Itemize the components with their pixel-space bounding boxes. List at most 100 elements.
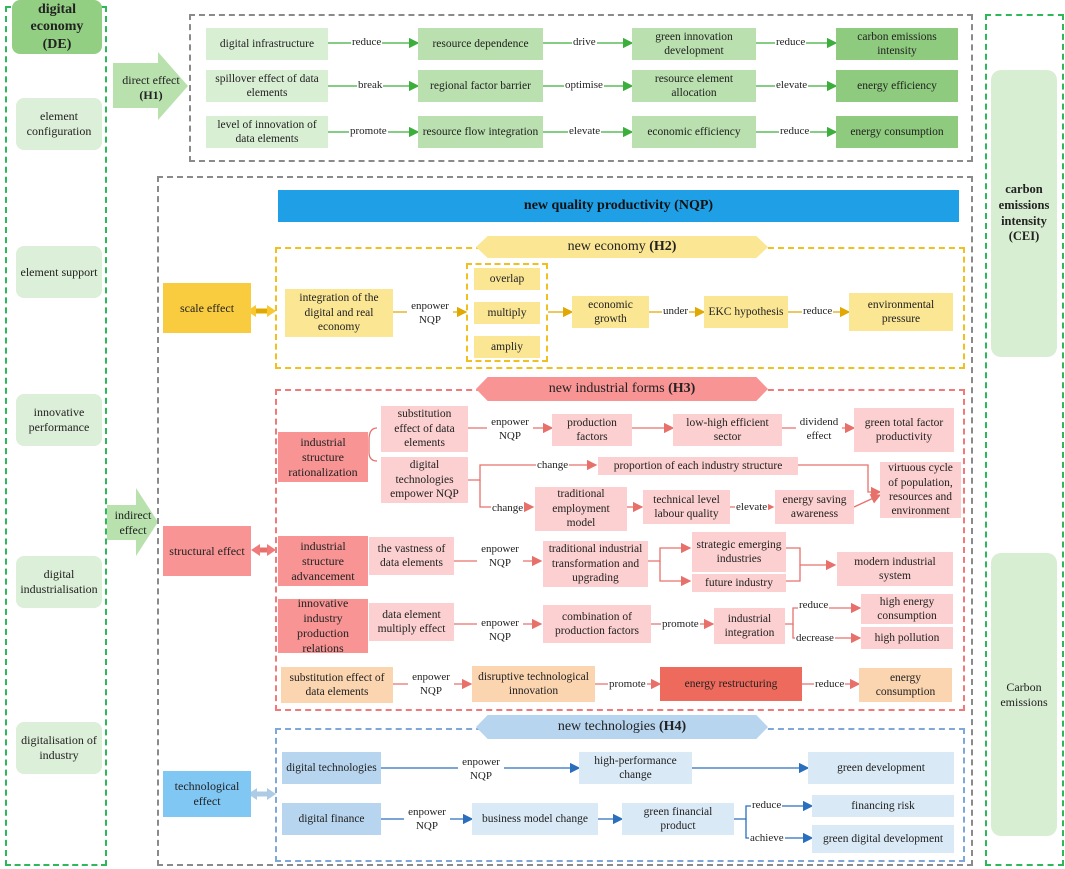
regional-factor-barrier: regional factor barrier: [418, 70, 543, 102]
edge-enpower-nqp: enpower NQP: [477, 617, 523, 645]
technical-level-labour-quality: technical level labour quality: [643, 490, 730, 524]
energy-consumption: energy consumption: [836, 116, 958, 148]
edge-break: break: [357, 79, 384, 93]
edge-reduce: reduce: [351, 36, 383, 50]
innovative-industry-production-relations: innovative industry production relations: [278, 596, 368, 655]
indirect-effect-panel: [157, 176, 973, 866]
virtuous-cycle: virtuous cycle of population, resources …: [880, 462, 961, 518]
multiply: multiply: [474, 302, 540, 324]
substitution-effect-data-elements: substitution effect of data elements: [281, 667, 393, 703]
edge-reduce: reduce: [775, 36, 807, 50]
edge-achieve: achieve: [749, 832, 785, 846]
vastness-data-elements: the vastness of data elements: [369, 537, 454, 575]
edge-drive: drive: [572, 36, 597, 50]
digital-industrialisation: digital industrialisation: [16, 556, 102, 608]
business-model-change: business model change: [472, 803, 598, 835]
modern-industrial-system: modern industrial system: [837, 552, 953, 586]
edge-reduce: reduce: [814, 678, 846, 692]
digital-technologies-empower: digital technologies empower NQP: [381, 457, 468, 503]
direct-effect-arrow-shape: [113, 52, 188, 120]
overlap: overlap: [474, 268, 540, 290]
energy-restructuring: energy restructuring: [660, 667, 802, 701]
data-element-multiply-effect: data element multiply effect: [369, 603, 454, 641]
resource-element-allocation: resource element allocation: [632, 70, 756, 102]
edge-optimise: optimise: [564, 79, 604, 93]
production-factors: production factors: [552, 414, 632, 446]
economic-efficiency: economic efficiency: [632, 116, 756, 148]
edge-reduce: reduce: [779, 125, 811, 139]
edge-promote: promote: [349, 125, 388, 139]
resource-dependence: resource dependence: [418, 28, 543, 60]
edge-dividend-effect: dividend effect: [796, 416, 842, 444]
h3-banner: new industrial forms (H3): [476, 377, 768, 401]
edge-promote: promote: [608, 678, 647, 692]
spillover-effect: spillover effect of data elements: [206, 70, 328, 102]
technological-effect: technological effect: [163, 771, 251, 817]
high-pollution: high pollution: [861, 627, 953, 649]
element-configuration: element configuration: [16, 98, 102, 150]
edge-enpower-nqp: enpower NQP: [408, 671, 454, 699]
disruptive-technological-innovation: disruptive technological innovation: [472, 666, 595, 702]
digital-technologies: digital technologies: [282, 752, 381, 784]
multiplier-group: [466, 263, 548, 362]
edge-decrease: decrease: [795, 632, 835, 646]
carbon-emissions-box: Carbon emissions: [991, 553, 1057, 836]
edge-elevate: elevate: [775, 79, 809, 93]
direct-effect-panel: [189, 14, 973, 162]
h2-banner: new economy (H2): [476, 236, 768, 258]
energy-efficiency: energy efficiency: [836, 70, 958, 102]
green-total-factor-productivity: green total factor productivity: [854, 408, 954, 452]
traditional-industrial-transformation: traditional industrial transformation an…: [543, 541, 648, 587]
edge-elevate: elevate: [568, 125, 602, 139]
resource-flow-integration: resource flow integration: [418, 116, 543, 148]
financing-risk: financing risk: [812, 795, 954, 817]
edge-promote: promote: [661, 618, 700, 632]
digital-economy-title: digital economy (DE): [12, 0, 102, 54]
element-support: element support: [16, 246, 102, 298]
ekc-hypothesis: EKC hypothesis: [704, 296, 788, 328]
energy-saving-awareness: energy saving awareness: [775, 490, 854, 524]
combination-production-factors: combination of production factors: [543, 605, 651, 643]
energy-consumption-h3: energy consumption: [859, 668, 952, 702]
substitution-effect: substitution effect of data elements: [381, 406, 468, 452]
direct-effect-label: direct effect(H1): [122, 73, 180, 102]
digitalisation-of-industry: digitalisation of industry: [16, 722, 102, 774]
green-financial-product: green financial product: [622, 803, 734, 835]
digital-finance: digital finance: [282, 803, 381, 835]
high-performance-change: high-performance change: [579, 752, 692, 784]
edge-enpower-nqp: enpower NQP: [477, 543, 523, 571]
industrial-integration: industrial integration: [714, 608, 785, 644]
edge-enpower-nqp: enpower NQP: [458, 756, 504, 784]
green-development: green development: [808, 752, 954, 784]
indirect-effect-arrow-shape: [107, 488, 158, 556]
green-digital-development: green digital development: [812, 825, 954, 853]
edge-elevate: elevate: [735, 501, 769, 515]
cei-title: carbon emissions intensity (CEI): [991, 70, 1057, 357]
environmental-pressure: environmental pressure: [849, 293, 953, 331]
scale-effect: scale effect: [163, 283, 251, 333]
edge-enpower-nqp: enpower NQP: [487, 416, 533, 444]
digital-infrastructure: digital infrastructure: [206, 28, 328, 60]
ampliy: ampliy: [474, 336, 540, 358]
edge-change: change: [536, 459, 570, 473]
edge-under: under: [662, 305, 690, 319]
high-energy-consumption: high energy consumption: [861, 594, 953, 624]
edge-enpower-nqp: enpower NQP: [404, 806, 450, 834]
economic-growth: economic growth: [572, 296, 649, 328]
future-industry: future industry: [692, 574, 786, 592]
h4-banner: new technologies (H4): [476, 715, 768, 739]
industrial-structure-advancement: industrial structure advancement: [278, 536, 368, 586]
green-innovation-development: green innovation development: [632, 28, 756, 60]
edge-reduce: reduce: [802, 305, 834, 319]
industrial-structure-rationalization: industrial structure rationalization: [278, 432, 368, 482]
edge-reduce: reduce: [751, 799, 783, 813]
low-high-efficient-sector: low-high efficient sector: [673, 414, 782, 446]
nqp-bar: new quality productivity (NQP): [278, 190, 959, 222]
level-of-innovation: level of innovation of data elements: [206, 116, 328, 148]
structural-effect: structural effect: [163, 526, 251, 576]
edge-change: change: [491, 502, 525, 516]
carbon-emissions-panel: [985, 14, 1064, 866]
proportion-industry-structure: proportion of each industry structure: [598, 457, 798, 475]
traditional-employment-model: traditional employment model: [535, 487, 627, 531]
strategic-emerging-industries: strategic emerging industries: [692, 532, 786, 572]
